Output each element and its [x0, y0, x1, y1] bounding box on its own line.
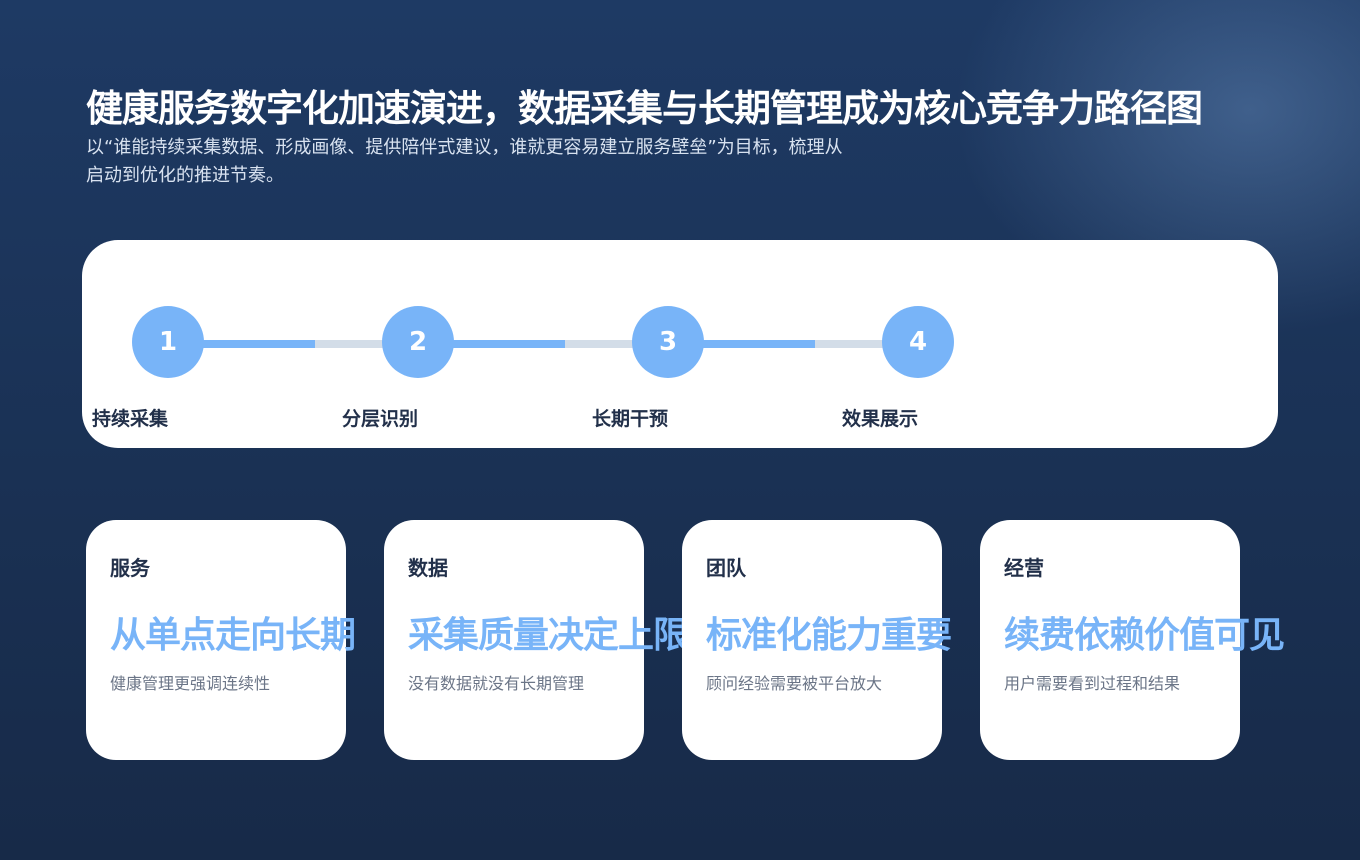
step-2-marker: 2 [382, 306, 454, 378]
card-data: 数据 采集质量决定上限 没有数据就没有长期管理 [384, 520, 689, 760]
card-category: 数据 [408, 556, 448, 580]
step-4-label: 效果展示 [842, 408, 919, 430]
card-description: 健康管理更强调连续性 [110, 674, 271, 693]
card-headline: 标准化能力重要 [706, 615, 952, 656]
step-1-marker: 1 [132, 306, 204, 378]
card-headline: 采集质量决定上限 [408, 615, 689, 656]
card-category: 团队 [706, 556, 746, 580]
card-description: 用户需要看到过程和结果 [1004, 674, 1181, 693]
step-2-label: 分层识别 [342, 408, 419, 430]
card-category: 经营 [1004, 556, 1044, 580]
timeline-track-1-active [172, 340, 315, 348]
card-service: 服务 从单点走向长期 健康管理更强调连续性 [86, 520, 356, 760]
card-description: 没有数据就没有长期管理 [408, 674, 585, 693]
card-operations: 经营 续费依赖价值可见 用户需要看到过程和结果 [980, 520, 1285, 760]
card-headline: 续费依赖价值可见 [1004, 615, 1285, 656]
step-3-marker: 3 [632, 306, 704, 378]
step-4-marker: 4 [882, 306, 954, 378]
step-3-label: 长期干预 [592, 408, 669, 430]
page-subtitle: 以“谁能持续采集数据、形成画像、提供陪伴式建议，谁就更容易建立服务壁垒”为目标，… [86, 137, 843, 186]
page-title: 健康服务数字化加速演进，数据采集与长期管理成为核心竞争力路径图 [86, 87, 1203, 130]
timeline-track-1-rest [315, 340, 422, 348]
step-1-label: 持续采集 [92, 408, 169, 430]
card-team: 团队 标准化能力重要 顾问经验需要被平台放大 [682, 520, 952, 760]
card-category: 服务 [110, 556, 150, 580]
card-description: 顾问经验需要被平台放大 [706, 674, 883, 693]
timeline-panel: 1 2 3 4 持续采集 分层识别 长期干预 效果展示 [82, 240, 1278, 448]
card-headline: 从单点走向长期 [110, 615, 356, 656]
timeline-track-2-active [422, 340, 565, 348]
timeline-track-3-rest [815, 340, 922, 348]
timeline-track-2-rest [565, 340, 672, 348]
timeline-track-3-active [672, 340, 815, 348]
